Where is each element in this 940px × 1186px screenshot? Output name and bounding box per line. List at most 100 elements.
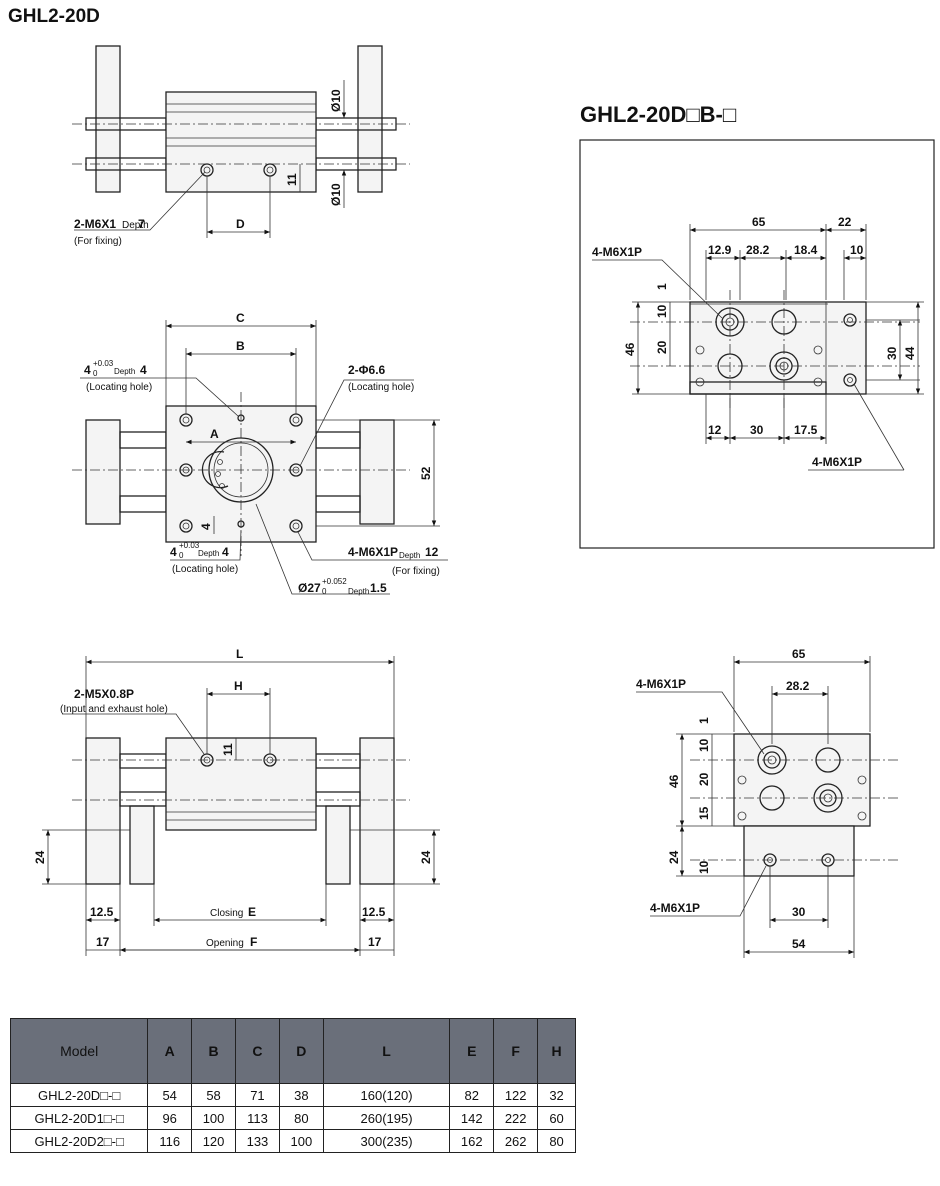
table-cell: 80 (278, 1106, 324, 1130)
table-header: B (191, 1018, 236, 1084)
svg-text:Depth: Depth (399, 551, 420, 560)
svg-text:65: 65 (792, 647, 806, 661)
face-view: C B A 52 4 4 +0.03 0 Depth 4 (Locating h… (72, 311, 448, 596)
table-header-row: Model A B C D L E F H (9, 1018, 576, 1084)
svg-text:7: 7 (138, 217, 145, 231)
svg-text:+0.03: +0.03 (93, 359, 114, 368)
svg-text:Opening: Opening (206, 938, 244, 949)
svg-text:10: 10 (655, 304, 669, 318)
svg-text:(Locating hole): (Locating hole) (348, 382, 414, 393)
loc-hole-top-note: (Locating hole) (86, 382, 152, 393)
table-cell: GHL2-20D1□-□ (9, 1106, 149, 1130)
table-cell: 54 (147, 1083, 193, 1107)
br-callout-top: 4-M6X1P (636, 677, 686, 691)
svg-text:10: 10 (850, 243, 864, 257)
table-header: C (235, 1018, 280, 1084)
table-cell: 260(195) (322, 1106, 451, 1130)
side-view: L H 11 2-M5X0.8P (Input and exhaust hole… (33, 647, 440, 956)
table-cell: 162 (449, 1129, 495, 1153)
svg-text:(Input and exhaust hole): (Input and exhaust hole) (60, 704, 168, 715)
svg-text:17.5: 17.5 (794, 423, 818, 437)
table-cell: 100 (278, 1129, 324, 1153)
svg-text:11: 11 (221, 743, 235, 756)
table-cell: GHL2-20D□-□ (9, 1083, 149, 1107)
svg-text:12.9: 12.9 (708, 243, 732, 257)
port-callout: 2-M5X0.8P (74, 687, 134, 701)
svg-text:12: 12 (708, 423, 722, 437)
table-cell: 32 (537, 1083, 576, 1107)
phi66-callout: 2-Φ6.6 (348, 363, 386, 377)
svg-text:Closing: Closing (210, 908, 243, 919)
svg-text:12.5: 12.5 (362, 905, 386, 919)
left-jaw (95, 45, 121, 193)
option-title: GHL2-20D□B-□ (580, 102, 736, 127)
svg-text:28.2: 28.2 (786, 679, 810, 693)
main-title: GHL2-20D (8, 6, 100, 27)
table-cell: 60 (537, 1106, 576, 1130)
option-view: 65 22 12.9 28.2 18.4 10 4-M6X1P 46 1 10 … (579, 139, 935, 549)
right-jaw (357, 45, 383, 193)
table-cell: 122 (493, 1083, 539, 1107)
option-callout-bottom: 4-M6X1P (812, 455, 862, 469)
body (165, 91, 317, 193)
side-body (165, 737, 317, 831)
svg-text:Depth: Depth (122, 220, 149, 231)
svg-text:4: 4 (140, 363, 147, 377)
svg-text:4: 4 (84, 363, 91, 377)
svg-text:46: 46 (623, 342, 637, 356)
svg-text:Depth: Depth (198, 549, 219, 558)
svg-text:20: 20 (655, 340, 669, 354)
svg-text:(Locating hole): (Locating hole) (172, 564, 238, 575)
svg-text:17: 17 (368, 935, 382, 949)
svg-text:20: 20 (697, 772, 711, 786)
top-view: D 11 Ø10 Ø10 2-M6X1 Depth 7 (For fixing) (72, 45, 410, 247)
svg-text:0: 0 (322, 587, 327, 596)
svg-text:54: 54 (792, 937, 806, 951)
dim-phi10-a: Ø10 (329, 89, 343, 112)
table-cell: 262 (493, 1129, 539, 1153)
table-cell: 300(235) (322, 1129, 451, 1153)
svg-text:12: 12 (425, 545, 439, 559)
table-cell: 133 (235, 1129, 280, 1153)
spec-table: Model A B C D L E F H GHL2-20D□-□ 54 58 … (9, 1018, 576, 1153)
table-cell: 120 (191, 1129, 236, 1153)
svg-text:0: 0 (179, 551, 184, 560)
table-header: F (493, 1018, 539, 1084)
table-row: GHL2-20D□-□ 54 58 71 38 160(120) 82 122 … (9, 1083, 576, 1107)
dim-d: D (236, 217, 245, 231)
svg-text:Depth: Depth (348, 587, 369, 596)
dim-phi10-b: Ø10 (329, 183, 343, 206)
svg-text:Ø27: Ø27 (298, 581, 321, 595)
table-cell: GHL2-20D2□-□ (9, 1129, 149, 1153)
svg-text:1.5: 1.5 (370, 581, 387, 595)
bottom-right-view: 65 28.2 4-M6X1P 46 24 1 10 20 15 10 30 5… (636, 647, 900, 958)
table-header: A (147, 1018, 193, 1084)
dim-a: A (210, 427, 219, 441)
svg-text:17: 17 (96, 935, 110, 949)
table-row: GHL2-20D2□-□ 116 120 133 100 300(235) 16… (9, 1129, 576, 1153)
dim-h: H (234, 679, 243, 693)
table-header: Model (9, 1018, 149, 1084)
table-cell: 222 (493, 1106, 539, 1130)
svg-text:1: 1 (697, 717, 711, 724)
table-cell: 58 (191, 1083, 236, 1107)
table-cell: 80 (537, 1129, 576, 1153)
table-header: D (278, 1018, 324, 1084)
table-row: GHL2-20D1□-□ 96 100 113 80 260(195) 142 … (9, 1106, 576, 1130)
table-cell: 142 (449, 1106, 495, 1130)
svg-text:10: 10 (697, 860, 711, 874)
svg-text:0: 0 (93, 369, 98, 378)
svg-text:1: 1 (655, 283, 669, 290)
svg-text:18.4: 18.4 (794, 243, 818, 257)
svg-text:30: 30 (885, 346, 899, 360)
svg-text:30: 30 (750, 423, 764, 437)
table-cell: 82 (449, 1083, 495, 1107)
table-cell: 71 (235, 1083, 280, 1107)
svg-text:Depth: Depth (114, 367, 135, 376)
fix-callout: 4-M6X1P (348, 545, 398, 559)
svg-text:24: 24 (33, 850, 47, 864)
dim-4: 4 (199, 523, 213, 530)
svg-text:12.5: 12.5 (90, 905, 114, 919)
svg-text:22: 22 (838, 215, 852, 229)
table-header: H (537, 1018, 576, 1084)
